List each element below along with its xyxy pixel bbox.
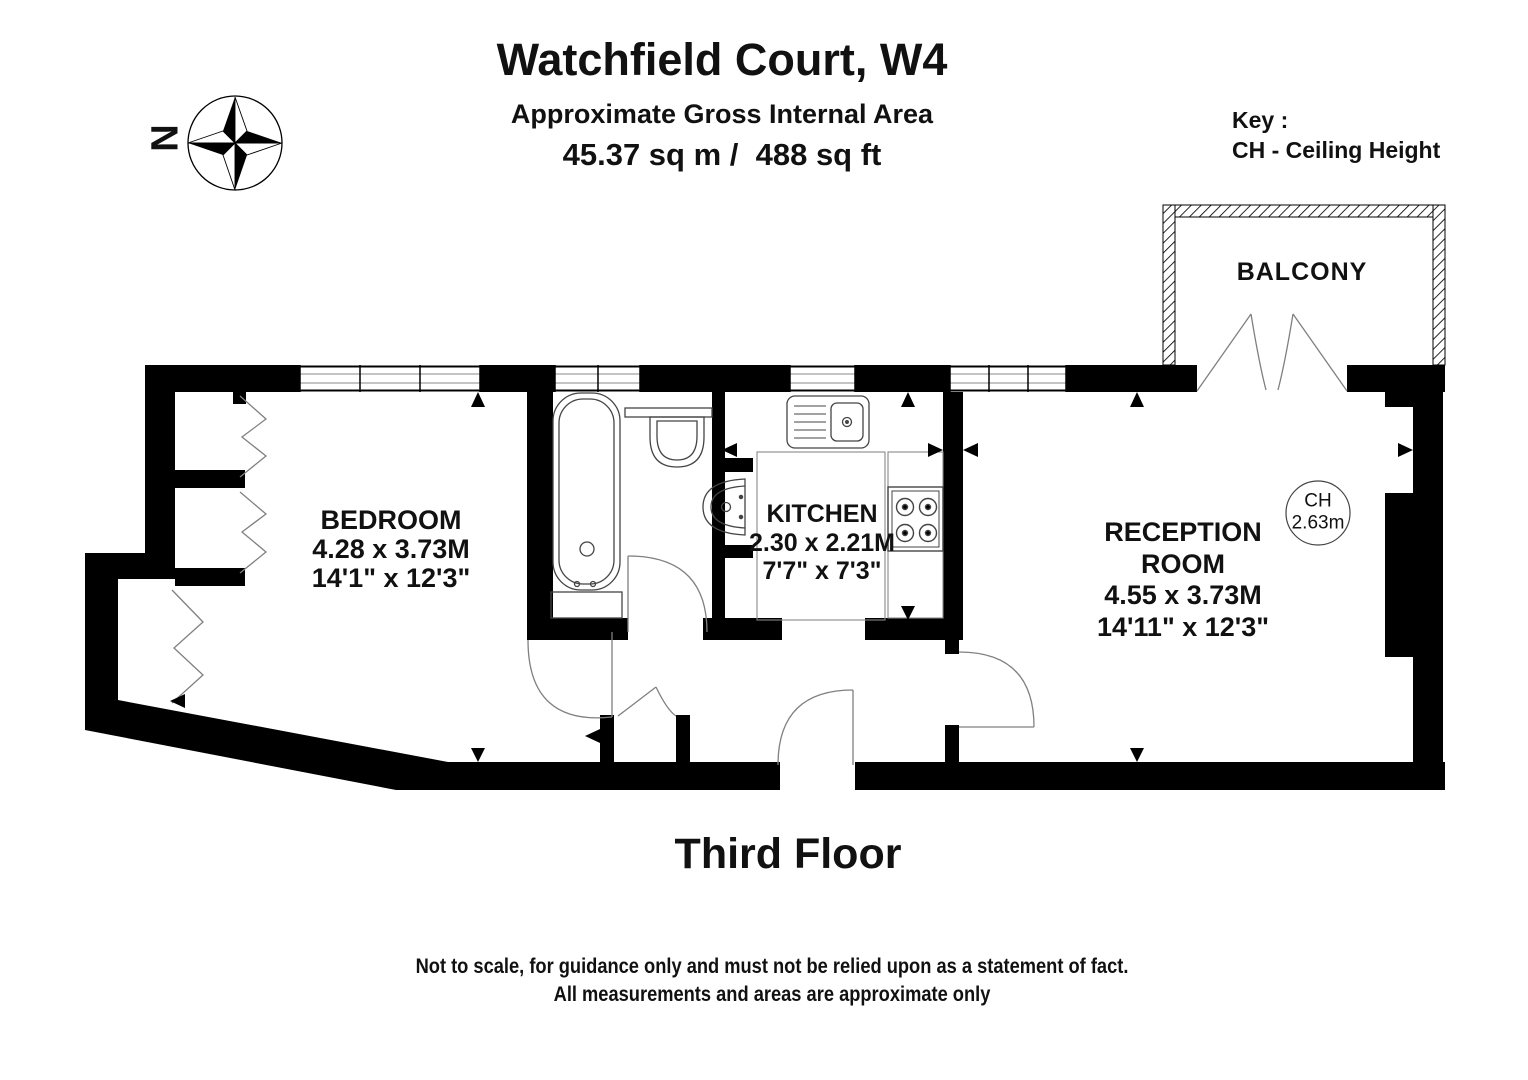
bedroom-name: BEDROOM	[320, 505, 462, 535]
bedroom-imperial: 14'1" x 12'3"	[311, 562, 471, 593]
ceiling-height-badge: CH 2.63m	[1292, 491, 1345, 536]
floor-name: Third Floor	[674, 830, 902, 878]
doors	[171, 313, 1348, 766]
room-label-kitchen: KITCHEN 2.30 x 2.21M 7'7" x 7'3"	[749, 500, 895, 586]
walls	[85, 365, 1445, 790]
ceiling-height-value: 2.63m	[1291, 513, 1345, 534]
key-legend: Key : CH - Ceiling Height	[1232, 106, 1440, 166]
entrance-door	[777, 689, 854, 766]
disclaimer-line2: All measurements and areas are approxima…	[553, 982, 991, 1007]
disclaimer: Not to scale, for guidance only and must…	[416, 952, 1129, 1009]
bathtub-icon	[550, 392, 623, 619]
hob-icon	[887, 486, 944, 552]
balcony-french-doors	[1196, 313, 1348, 392]
compass-icon	[187, 95, 283, 191]
reception-name-line1: RECEPTION	[1104, 517, 1262, 547]
bedroom-metric: 4.28 x 3.73M	[312, 533, 470, 564]
ceiling-height-circle	[1285, 480, 1351, 546]
compass-north-label: N	[144, 124, 187, 152]
kitchen-sink-icon	[786, 395, 870, 449]
gross-area-value: 45.37 sq m / 488 sq ft	[562, 137, 882, 172]
reception-metric: 4.55 x 3.73M	[1104, 580, 1262, 611]
basin-icon	[702, 478, 746, 536]
cupboard-door	[617, 686, 677, 717]
reception-imperial: 14'11" x 12'3"	[1096, 611, 1270, 642]
wardrobe-bifold-doors	[171, 395, 268, 704]
disclaimer-line1: Not to scale, for guidance only and must…	[415, 954, 1129, 978]
page-subtitle: Approximate Gross Internal Area	[510, 99, 934, 129]
key-heading: Key :	[1232, 107, 1289, 133]
kitchen-imperial: 7'7" x 7'3"	[762, 557, 882, 585]
measurement-arrows	[170, 392, 1413, 762]
reception-door	[958, 651, 1035, 728]
room-label-reception: RECEPTION ROOM 4.55 x 3.73M 14'11" x 12'…	[1097, 517, 1269, 643]
toilet-icon	[624, 407, 713, 468]
reception-name-line2: ROOM	[1141, 548, 1225, 579]
bathroom-door	[627, 555, 708, 633]
page-title: Watchfield Court, W4	[496, 34, 948, 85]
kitchen-name: KITCHEN	[766, 500, 878, 528]
ceiling-height-label: CH	[1304, 490, 1332, 512]
bedroom-door	[527, 632, 613, 719]
room-label-bedroom: BEDROOM 4.28 x 3.73M 14'1" x 12'3"	[312, 506, 471, 593]
kitchen-metric: 2.30 x 2.21M	[749, 528, 895, 557]
windows	[299, 365, 1067, 392]
room-label-balcony: BALCONY	[1236, 258, 1368, 286]
key-entry: CH - Ceiling Height	[1232, 136, 1441, 163]
